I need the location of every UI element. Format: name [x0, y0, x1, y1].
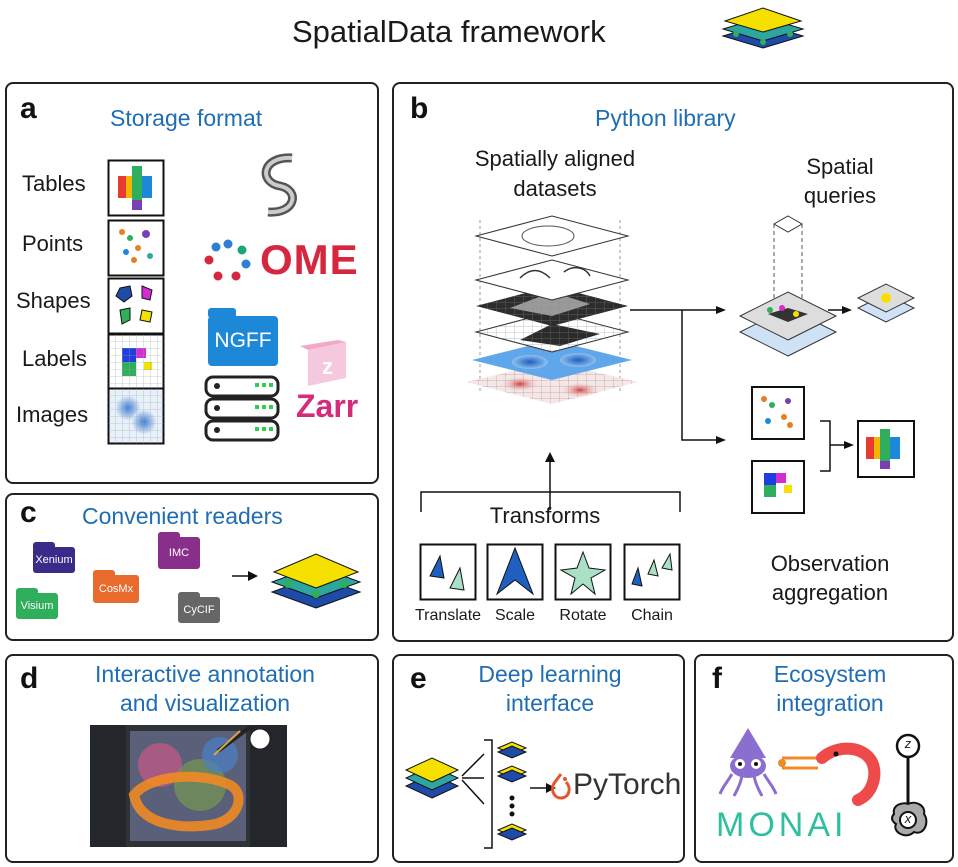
spatial-queries-label-line1: Spatial [806, 154, 874, 179]
folder-imc-label: IMC [158, 537, 200, 569]
element-label-labels: Labels [22, 346, 87, 371]
panel-d-title-line2: and visualization [119, 690, 291, 716]
panel-d-title-line1: Interactive annotation [95, 661, 315, 687]
labels-icon [107, 333, 165, 391]
folder-cycif-label: CyCIF [178, 597, 220, 623]
images-icon [107, 387, 165, 445]
figure-title: SpatialData framework [292, 14, 606, 49]
panel-letter-d: d [20, 662, 39, 695]
panel-deep-learning [392, 654, 685, 863]
connector-icon [778, 756, 818, 770]
pytorch-logo: PyTorch [573, 768, 682, 801]
panel-letter-c: c [20, 496, 37, 529]
causal-graph-icon [891, 733, 928, 837]
scale-icon [486, 543, 544, 601]
observation-aggregation-label-line1: Observation [770, 551, 890, 576]
zarr-cube-icon: z [300, 340, 346, 386]
monai-logo: MONAI [716, 806, 848, 844]
node-x-label: x [904, 811, 912, 826]
server-stack-icon [204, 375, 280, 442]
dataloader-diagram [404, 739, 556, 849]
ngff-folder-tab-icon [208, 308, 236, 318]
spatial-queries-label-line2: queries [803, 183, 877, 208]
ome-dots-icon [204, 239, 251, 281]
ribbon-logo-icon [261, 153, 297, 217]
element-label-points: Points [22, 231, 84, 256]
zarr-logo: Zarr [296, 388, 359, 424]
annotation-overlay [90, 725, 287, 847]
spatialdata-stack-icon [270, 553, 362, 609]
transforms-label: Transforms [489, 503, 601, 528]
transforms-bracket [420, 491, 681, 512]
panel-letter-e: e [410, 662, 427, 695]
element-label-images: Images [16, 402, 89, 427]
transforms-up-arrow [545, 452, 555, 510]
pytorch-flame-icon [551, 773, 571, 800]
scale-label: Scale [494, 607, 536, 624]
aligned-datasets-label-line2: datasets [513, 176, 597, 201]
folder-visium-label: Visium [16, 593, 58, 619]
spatialdata-logo-icon [721, 7, 805, 49]
translate-icon [419, 543, 477, 601]
panel-a-title: Storage format [110, 105, 263, 131]
tables-icon [107, 159, 165, 217]
flow-arrows [630, 306, 852, 444]
panel-letter-a: a [20, 92, 37, 125]
panel-f-title-line2: integration [776, 690, 884, 716]
panel-e-title-line1: Deep learning [478, 661, 622, 687]
folder-xenium-label: Xenium [33, 547, 75, 573]
squidpy-squid-icon [718, 728, 778, 797]
folder-cosmx-label: CosMx [93, 575, 139, 603]
query-diagram [738, 215, 916, 357]
aggregation-diagram [751, 386, 915, 514]
shapes-icon [107, 277, 165, 335]
element-label-tables: Tables [22, 171, 86, 196]
panel-e-title-line2: interface [505, 690, 595, 716]
panel-letter-b: b [410, 92, 429, 125]
element-label-shapes: Shapes [16, 288, 91, 313]
ngff-logo: NGFF [208, 316, 278, 366]
panel-b-title: Python library [595, 105, 736, 131]
panel-c-title: Convenient readers [82, 503, 283, 529]
aligned-datasets-label-line1: Spatially aligned [474, 146, 636, 171]
rotate-icon [554, 543, 612, 601]
chain-label: Chain [631, 607, 673, 624]
chain-icon [623, 543, 681, 601]
observation-aggregation-label-line2: aggregation [771, 580, 889, 605]
panel-letter-f: f [712, 662, 722, 695]
readers-arrow [232, 571, 258, 581]
rotate-label: Rotate [559, 607, 607, 624]
panel-storage-format [5, 82, 379, 484]
shrimp-icon [816, 742, 881, 806]
points-icon [107, 219, 165, 277]
layer-stack-diagram [466, 215, 638, 404]
translate-label: Translate [414, 607, 482, 624]
panel-f-title-line1: Ecosystem [773, 661, 887, 687]
node-z-label: z [904, 736, 912, 751]
svg-text:z: z [322, 354, 333, 379]
ome-logo: OME [260, 236, 359, 283]
